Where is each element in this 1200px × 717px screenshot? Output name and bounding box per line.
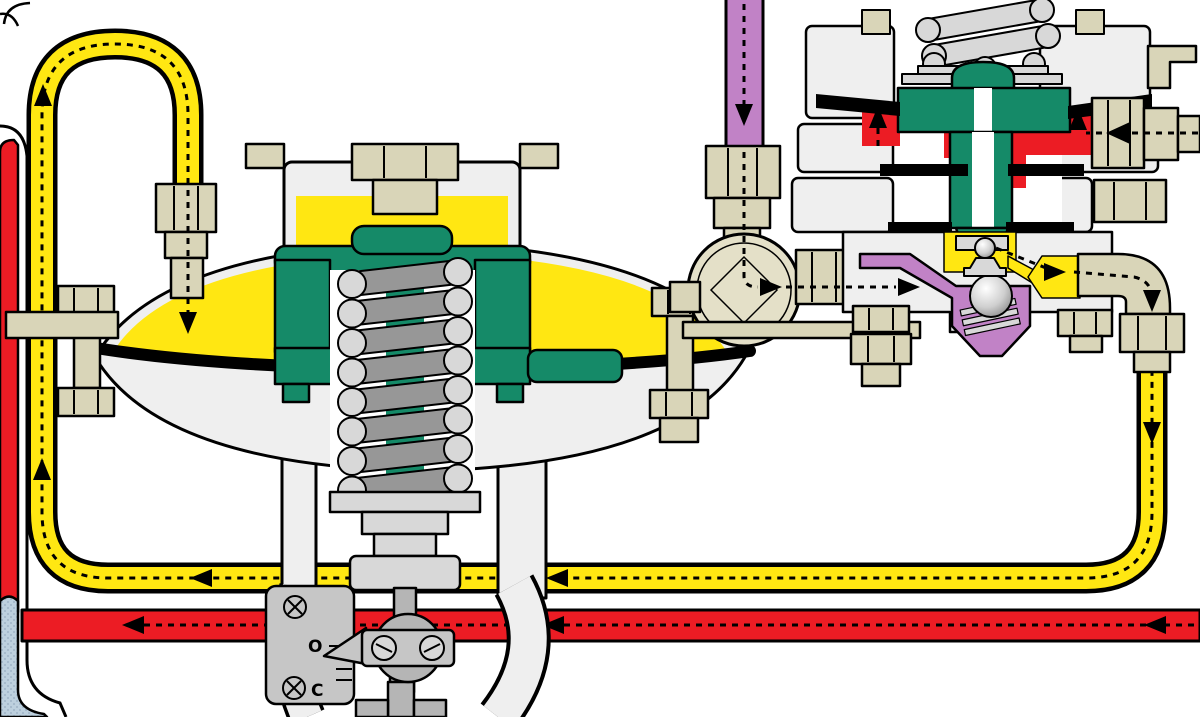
vent-fitting	[1146, 44, 1198, 90]
supply-pipe	[724, 0, 765, 152]
screw-icon	[283, 595, 307, 619]
flow-arrow-left-icon	[546, 569, 568, 587]
flow-arrow-left-icon	[122, 616, 144, 634]
flow-arrow-left-icon	[1144, 616, 1166, 634]
outlet-pressure-pipe	[20, 608, 1200, 643]
flow-arrow-down-icon	[735, 104, 753, 126]
flow-arrow-left-icon	[190, 569, 212, 587]
flow-arrow-down-icon	[179, 312, 197, 334]
flow-arrow-down-icon	[1143, 290, 1161, 312]
screw-icon	[282, 676, 306, 700]
tube-fitting-left	[154, 182, 218, 334]
tank-vapor-red	[0, 138, 20, 614]
pipe-clamp	[4, 284, 120, 418]
flow-arrow-right-icon	[1044, 263, 1066, 281]
screw-icon	[419, 635, 445, 661]
flow-arrow-right-icon	[760, 278, 782, 296]
travel-indicator: O C	[264, 584, 356, 706]
spring-seat	[328, 490, 482, 514]
tank-liquid-blue	[0, 595, 49, 717]
screw-icon	[371, 635, 397, 661]
flow-arrow-up-icon	[1069, 108, 1087, 130]
sensing-line	[26, 28, 1168, 594]
flow-arrow-down-icon	[1143, 422, 1161, 444]
indicator-closed-label: C	[311, 681, 323, 701]
corner-art	[0, 1, 31, 27]
packing-gland	[348, 554, 462, 592]
pilot-regulator	[735, 0, 1200, 388]
actuator: O C	[264, 574, 551, 717]
flow-arrow-left-icon	[542, 616, 564, 634]
flow-arrow-up-icon	[34, 84, 52, 106]
indicator-open-label: O	[308, 637, 322, 657]
pilot-ball	[974, 237, 996, 259]
flow-arrow-up-icon	[33, 458, 51, 480]
cap-hex-bolt	[350, 142, 460, 216]
main-regulator	[84, 142, 756, 638]
tank	[0, 124, 68, 717]
flow-arrow-left-icon	[1106, 122, 1130, 144]
main-spring	[337, 257, 473, 506]
check-ball	[969, 274, 1013, 318]
flow-arrow-right-icon	[898, 278, 920, 296]
flow-arrow-up-icon	[869, 106, 887, 128]
